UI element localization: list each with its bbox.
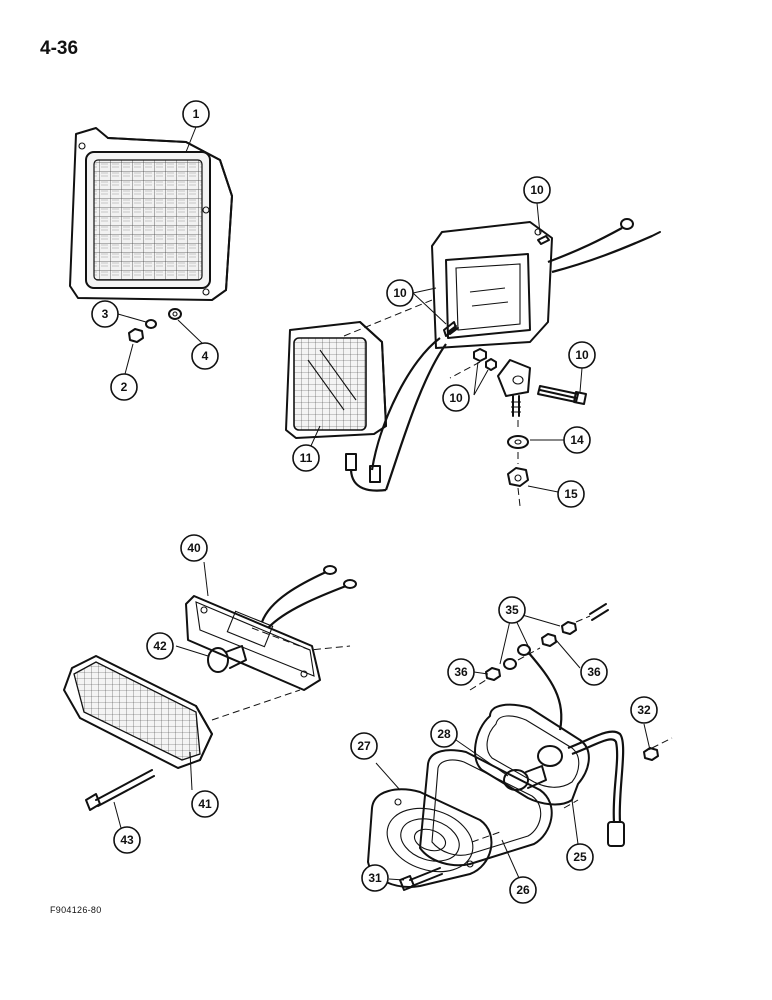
- callout-28: 28: [430, 720, 458, 748]
- svg-text:27: 27: [357, 739, 371, 753]
- bracket-assembly-10: [473, 348, 531, 417]
- callout-10-bolt: 10: [568, 341, 596, 369]
- callout-31: 31: [361, 864, 389, 892]
- svg-text:11: 11: [300, 451, 313, 465]
- callout-10-bracket: 10: [442, 384, 470, 412]
- marker-lens-41: [63, 655, 213, 769]
- svg-text:31: 31: [368, 871, 382, 885]
- svg-text:10: 10: [393, 286, 407, 300]
- callout-43: 43: [113, 826, 141, 854]
- lamp-housing: [431, 221, 553, 349]
- washer-4: [168, 308, 182, 320]
- marker-lamp-base-40: [185, 595, 321, 691]
- svg-text:36: 36: [454, 665, 468, 679]
- bulb-42: [207, 645, 247, 673]
- svg-text:36: 36: [587, 665, 601, 679]
- bulb-28: [503, 765, 547, 791]
- callout-15: 15: [557, 480, 585, 508]
- callout-14: 14: [563, 426, 591, 454]
- callout-41: 41: [191, 790, 219, 818]
- bolt-10: [537, 385, 587, 405]
- callout-1: 1: [182, 100, 210, 128]
- marker-wires: [260, 565, 357, 629]
- callout-10-top: 10: [523, 176, 551, 204]
- callout-3: 3: [91, 300, 119, 328]
- lockwasher-3: [145, 319, 157, 329]
- stud-screw: [589, 603, 609, 621]
- svg-text:10: 10: [575, 348, 589, 362]
- page-number: 4-36: [40, 38, 79, 59]
- svg-text:14: 14: [570, 433, 584, 447]
- nut-35-right: [561, 621, 577, 635]
- svg-text:43: 43: [120, 833, 134, 847]
- svg-text:26: 26: [516, 883, 530, 897]
- callout-2: 2: [110, 373, 138, 401]
- nut-15: [507, 467, 529, 487]
- callout-42: 42: [146, 632, 174, 660]
- assembly-lines: [211, 299, 673, 843]
- svg-text:10: 10: [449, 391, 463, 405]
- screw-43: [85, 769, 155, 811]
- nut-36-right: [541, 633, 557, 647]
- sealed-beam-11: [285, 321, 387, 439]
- svg-text:10: 10: [530, 183, 544, 197]
- svg-text:15: 15: [564, 487, 578, 501]
- svg-text:25: 25: [573, 850, 587, 864]
- svg-text:41: 41: [198, 797, 212, 811]
- gasket-26: [419, 749, 553, 867]
- screw-31: [399, 867, 443, 891]
- callout-36-right: 36: [580, 658, 608, 686]
- svg-text:28: 28: [437, 727, 451, 741]
- callout-11: 11: [292, 444, 320, 472]
- washer-14: [507, 435, 529, 449]
- housing-wire-leads: [547, 218, 661, 274]
- callout-27: 27: [350, 732, 378, 760]
- callout-10-spring: 10: [386, 279, 414, 307]
- screw-10-top: [537, 235, 550, 245]
- callout-4: 4: [191, 342, 219, 370]
- svg-text:3: 3: [102, 307, 109, 321]
- lockwasher-35-left: [503, 658, 517, 670]
- lamp-11-wires: [345, 337, 447, 492]
- svg-text:40: 40: [187, 541, 201, 555]
- svg-text:1: 1: [193, 107, 200, 121]
- svg-text:32: 32: [637, 703, 651, 717]
- callout-26: 26: [509, 876, 537, 904]
- spring-10: [443, 321, 459, 337]
- callout-40: 40: [180, 534, 208, 562]
- socket-ground-wire: [517, 644, 563, 731]
- figure-code: F904126-80: [50, 905, 102, 915]
- nut-32: [643, 747, 659, 761]
- socket-cable: [567, 730, 625, 847]
- callout-36-left: 36: [447, 658, 475, 686]
- lamp-socket-25: [474, 703, 590, 806]
- nut-36-left: [485, 667, 501, 681]
- svg-text:35: 35: [505, 603, 519, 617]
- callout-35: 35: [498, 596, 526, 624]
- svg-text:42: 42: [153, 639, 167, 653]
- callout-32: 32: [630, 696, 658, 724]
- svg-text:2: 2: [121, 380, 128, 394]
- svg-text:4: 4: [202, 349, 209, 363]
- nut-2: [128, 328, 144, 343]
- tail-lens-27: [367, 788, 493, 888]
- flood-lamp-1: [69, 127, 233, 301]
- callout-25: 25: [566, 843, 594, 871]
